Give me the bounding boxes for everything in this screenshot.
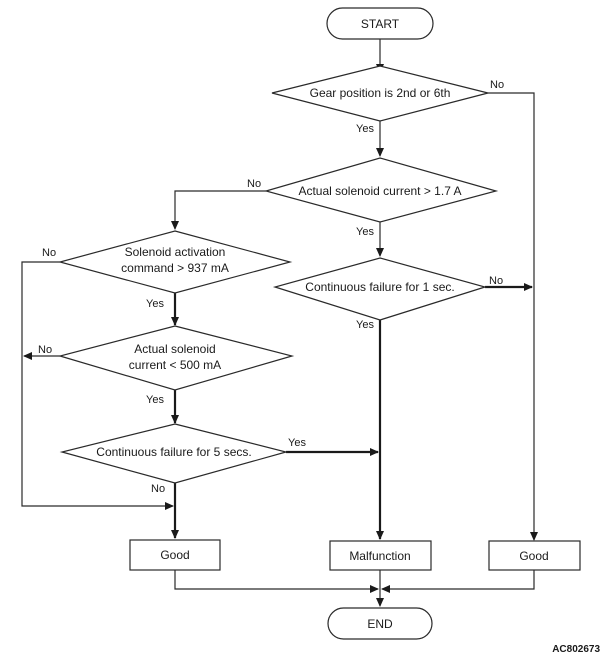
result-good-right <box>488 540 581 571</box>
result-good-left <box>129 539 221 571</box>
decision-actual-current-gt <box>263 157 499 223</box>
label-1s-no: No <box>489 275 503 287</box>
label-current-lt-yes: Yes <box>146 394 164 406</box>
decision-gear-position-text: Gear position is 2nd or 6th <box>310 86 451 100</box>
label-5s-no: No <box>151 483 165 495</box>
label-activation-yes: Yes <box>146 298 164 310</box>
label-current-gt-no: No <box>247 178 261 190</box>
label-gear-no: No <box>490 79 504 91</box>
start-label: START <box>361 17 400 31</box>
decision-activation-command-text-2: command > 937 mA <box>121 261 229 275</box>
label-activation-no: No <box>42 247 56 259</box>
label-gear-yes: Yes <box>356 123 374 135</box>
decision-actual-current-gt-text: Actual solenoid current > 1.7 A <box>298 184 461 198</box>
decision-continuous-1s <box>272 257 488 321</box>
result-good-right-text: Good <box>519 549 548 563</box>
arrow-current-gt-no <box>171 190 266 230</box>
arrow-activation-no <box>21 261 174 510</box>
label-current-gt-yes: Yes <box>356 226 374 238</box>
decision-gear-position <box>271 65 489 122</box>
figure-id: AC802673 <box>552 644 600 655</box>
label-1s-yes: Yes <box>356 319 374 331</box>
decision-continuous-5s-text: Continuous failure for 5 secs. <box>96 445 251 459</box>
end-terminal <box>327 607 433 640</box>
decision-activation-command-text-1: Solenoid activation <box>125 245 226 259</box>
result-malfunction <box>329 540 432 571</box>
start-terminal <box>326 7 434 40</box>
arrow-good-left-to-end <box>174 570 379 593</box>
arrow-good-right-to-end <box>381 570 535 593</box>
result-good-left-text: Good <box>160 548 189 562</box>
label-current-lt-no: No <box>38 344 52 356</box>
result-malfunction-text: Malfunction <box>349 549 410 563</box>
arrow-gear-no <box>488 92 538 541</box>
end-label: END <box>367 617 393 631</box>
label-5s-yes: Yes <box>288 437 306 449</box>
decision-continuous-1s-text: Continuous failure for 1 sec. <box>305 280 454 294</box>
decision-activation-command <box>57 230 293 294</box>
decision-actual-current-lt <box>57 325 295 391</box>
decision-continuous-5s <box>59 423 289 484</box>
decision-actual-current-lt-text-2: current < 500 mA <box>129 358 221 372</box>
decision-actual-current-lt-text-1: Actual solenoid <box>134 342 215 356</box>
